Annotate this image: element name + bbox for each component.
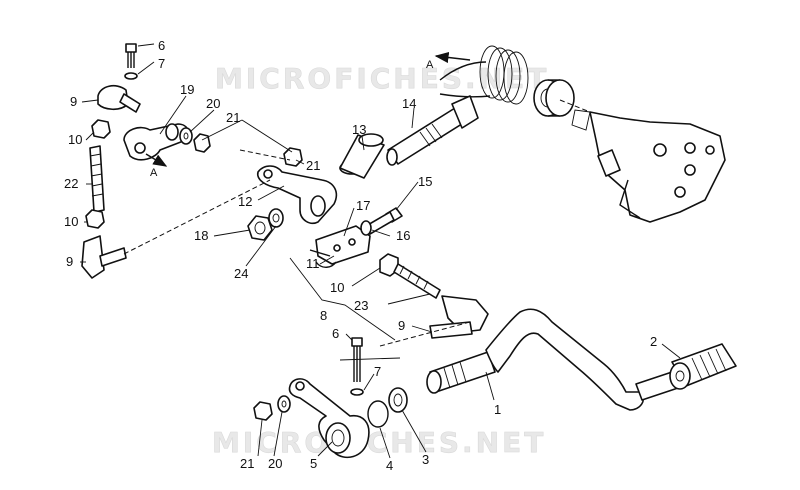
callout-9-left: 9 [66,254,73,269]
washer-7-top [124,72,138,80]
bolt-6-bottom [351,337,363,382]
nut-18 [247,215,273,241]
bushing [533,79,575,117]
callout-3: 3 [422,452,429,467]
callout-20-bottom: 20 [268,456,282,471]
callout-17: 17 [356,198,370,213]
return-spring [439,45,529,105]
callout-6-bottom: 6 [332,326,339,341]
washer-16 [360,220,372,236]
direction-arrow-left: A [145,153,168,179]
callout-13: 13 [352,122,366,137]
watermark-top: MICROFICHES.NET [215,62,549,95]
callout-9-top: 9 [70,94,77,109]
gear-pedal-lever [426,308,679,411]
callout-5: 5 [310,456,317,471]
callout-20-top: 20 [206,96,220,111]
axis-line-lever [339,357,401,361]
nut-21-mid [283,147,303,167]
callout-24: 24 [234,266,248,281]
callout-7-top: 7 [158,56,165,71]
ball-joint-9-mid [429,295,489,339]
washer-20-bottom [277,395,291,413]
lever-19 [123,123,190,161]
lever-5 [288,378,370,459]
washer-7-bottom [350,388,364,396]
callout-16: 16 [396,228,410,243]
callout-15: 15 [418,174,432,189]
ball-joint-9-top [97,84,141,113]
callout-7-bottom: 7 [374,364,381,379]
washer-20-top [179,127,193,145]
callout-8: 8 [320,308,327,323]
group-bracket-8 [289,257,396,341]
leader-lines [80,43,681,459]
washer-24 [268,208,284,228]
nut-21-bottom [253,401,273,421]
callout-18: 18 [194,228,208,243]
ball-joint-9-left [81,235,127,279]
nut-10-lower [85,209,105,229]
threaded-rod-22 [89,145,105,213]
callout-22: 22 [64,176,78,191]
arrow-label-left: A [150,167,158,179]
callout-21-mid: 21 [306,158,320,173]
threaded-rod-23 [393,263,441,299]
callout-14: 14 [402,96,416,111]
callout-23: 23 [354,298,368,313]
o-ring-4 [367,400,389,428]
selector-lever [256,165,338,225]
arrow-label-top: A [426,59,434,71]
axis-line-nut [239,149,291,161]
callout-21-bottom: 21 [240,456,254,471]
direction-arrow-top: A [426,51,471,71]
callout-12: 12 [238,194,252,209]
callout-10-mid: 10 [330,280,344,295]
washer-3 [388,387,408,413]
shift-shaft-assembly [571,109,726,223]
footpeg-rubber [669,343,737,390]
callout-10-top: 10 [68,132,82,147]
callout-6-top: 6 [158,38,165,53]
callout-9-mid: 9 [398,318,405,333]
bolt-6-top [125,43,137,68]
nut-10-top [91,119,111,139]
callout-11: 11 [306,256,320,271]
pivot-pin [386,95,479,166]
callout-19: 19 [180,82,194,97]
callout-1: 1 [494,402,501,417]
axis-line-left [123,179,271,255]
callout-21-top: 21 [226,110,240,125]
spacer-sleeve [339,133,385,179]
watermark-bottom: MICROFICHES.NET [212,426,546,459]
callout-2: 2 [650,334,657,349]
callout-10-lower: 10 [64,214,78,229]
callout-4: 4 [386,458,393,473]
callout-labels: 1 2 3 4 5 6 7 6 7 8 9 9 9 10 10 10 11 12… [64,38,657,473]
axis-line-shaft [559,99,591,113]
clevis-joint [309,225,371,268]
